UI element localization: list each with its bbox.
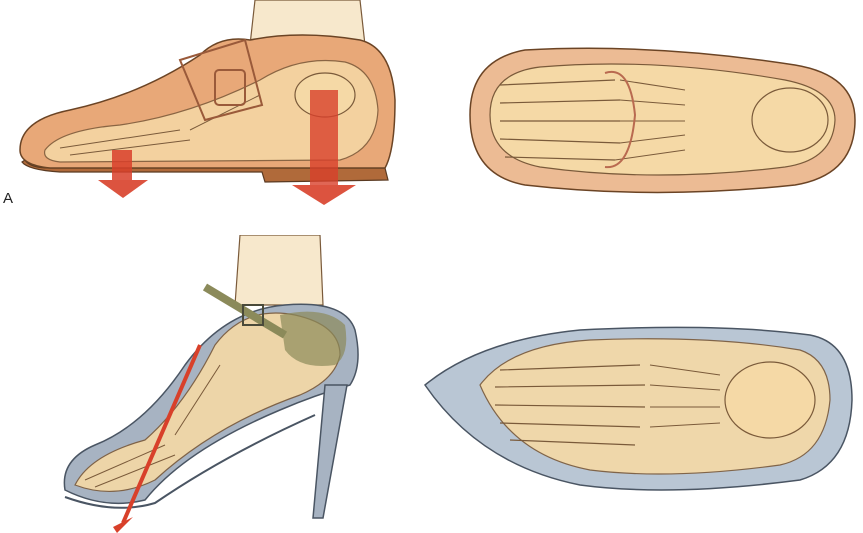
high-heel-side-panel: [55, 235, 375, 533]
panel-label: A: [3, 190, 13, 207]
heel-bone-top: [725, 362, 815, 438]
leg-shape: [235, 235, 323, 305]
flat-shoe-top-panel: [455, 35, 860, 200]
flat-shoe-side-illustration: [0, 0, 420, 230]
stiletto-heel: [313, 385, 347, 518]
high-heel-top-panel: [420, 315, 860, 495]
heel-bone-top: [752, 88, 828, 152]
pressure-arrow-heel-shaft: [310, 90, 338, 185]
high-heel-side-illustration: [55, 235, 375, 533]
pressure-arrow-front-shaft: [112, 150, 132, 180]
pressure-arrow-heel-icon: [292, 185, 356, 205]
pressure-arrow-front-icon: [98, 180, 148, 198]
flat-shoe-top-illustration: [455, 35, 860, 200]
high-heel-top-illustration: [420, 315, 860, 495]
flat-shoe-side-panel: A: [0, 0, 420, 230]
